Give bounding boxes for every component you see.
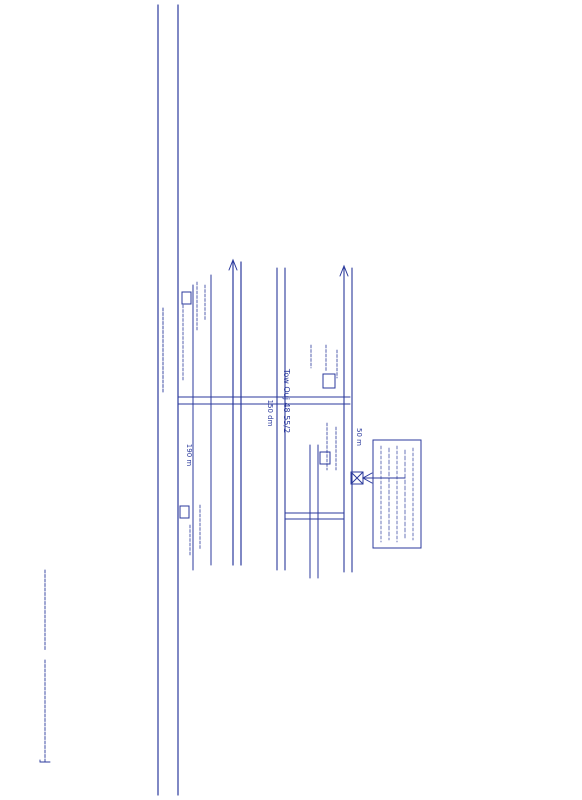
- arrow-head-1: [228, 258, 238, 271]
- building-box-mid: [319, 451, 331, 465]
- distance-label-50: 50 m: [355, 428, 363, 446]
- building-box-bottom-left: [179, 505, 190, 519]
- arrow-head-2: [339, 264, 349, 277]
- distance-label-190: 190 m: [185, 444, 193, 467]
- plot-marker-cross: [350, 471, 364, 485]
- road-width-label: 150 dm: [266, 400, 274, 427]
- building-box-right: [322, 373, 336, 389]
- handwriting-scribbles: [39, 281, 338, 763]
- road-name-label: Tow Ouj 48 55/2: [282, 368, 291, 433]
- building-box-top-left: [181, 291, 192, 305]
- note-box-scribble: [380, 445, 414, 543]
- note-box: [372, 439, 422, 549]
- note-leader-arrow: [361, 472, 373, 484]
